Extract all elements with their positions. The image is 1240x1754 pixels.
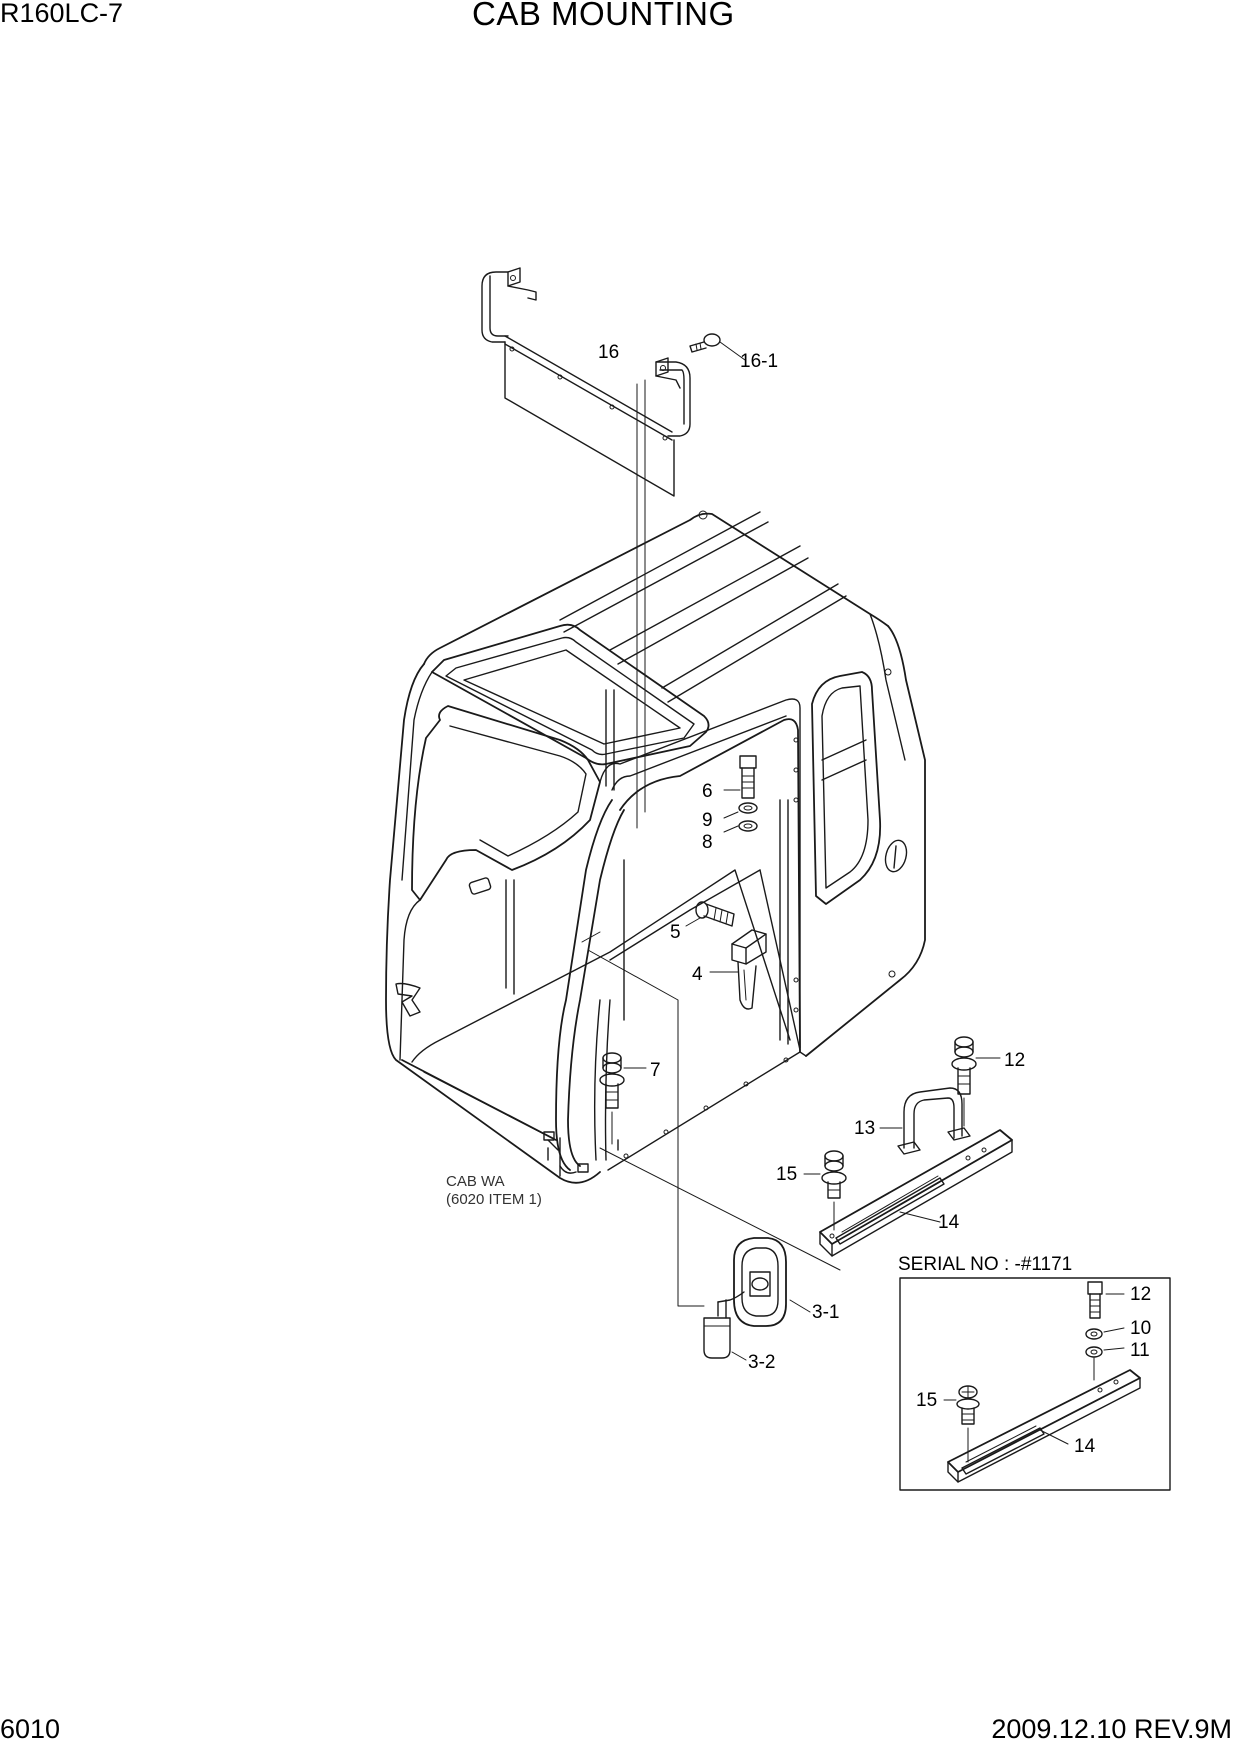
callout-4: 4: [692, 964, 703, 985]
callout-8: 8: [702, 832, 713, 853]
hook-part-4: [709, 929, 767, 1010]
sun-visor-part-16: [481, 267, 691, 497]
washer-part-8: [738, 820, 758, 832]
inset-callout-15: 15: [916, 1390, 937, 1411]
leader-line: [581, 931, 601, 943]
mirror-part-3-1: [717, 1237, 811, 1327]
inset-bolt-part-12: [1087, 1281, 1125, 1319]
step-plate-part-14: [819, 1129, 1013, 1257]
callout-9: 9: [702, 810, 713, 831]
cab-note-line2: (6020 ITEM 1): [446, 1191, 542, 1208]
page-number: 6010: [0, 1714, 61, 1744]
inset-washer-part-11: [1085, 1346, 1125, 1381]
callout-3-1: 3-1: [812, 1302, 839, 1323]
screw-part-16-1: [689, 333, 746, 361]
serial-label: SERIAL NO : -#1171: [898, 1254, 1072, 1275]
model-name: R160LC-7: [0, 0, 124, 28]
callout-16-1: 16-1: [740, 351, 778, 372]
leader-line: [599, 1147, 841, 1271]
cab-note-line1: CAB WA: [446, 1173, 505, 1190]
callout-15: 15: [776, 1164, 797, 1185]
mirror-bracket-part-3-2: [703, 1299, 747, 1361]
inset-bolt-part-15: [943, 1385, 980, 1463]
leader-line: [587, 949, 705, 1307]
inset-callout-12: 12: [1130, 1284, 1151, 1305]
bolt-part-7: [599, 1052, 647, 1145]
cab-body: [385, 510, 926, 1184]
bolt-part-6: [739, 755, 757, 799]
inset-washer-part-10: [1085, 1327, 1125, 1340]
page-title: CAB MOUNTING: [472, 0, 735, 32]
leader-line: [723, 789, 741, 833]
callout-7: 7: [650, 1060, 661, 1081]
callout-6: 6: [702, 781, 713, 802]
callout-14: 14: [938, 1212, 960, 1233]
callout-13: 13: [854, 1118, 875, 1139]
bolt-part-12: [951, 1036, 1001, 1127]
serial-inset-box: [899, 1277, 1171, 1491]
revision-date: 2009.12.10 REV.9M: [991, 1714, 1232, 1744]
inset-step-plate-part-14: [947, 1369, 1141, 1483]
inset-callout-11: 11: [1130, 1340, 1150, 1361]
callout-5: 5: [670, 922, 681, 943]
bolt-part-15: [803, 1150, 847, 1231]
inset-callout-14: 14: [1074, 1436, 1096, 1457]
inset-callout-10: 10: [1130, 1318, 1151, 1339]
callout-3-2: 3-2: [748, 1352, 775, 1373]
bolt-part-5: [685, 901, 735, 927]
washer-part-9: [738, 802, 758, 814]
callout-12: 12: [1004, 1050, 1025, 1071]
callout-16: 16: [598, 342, 619, 363]
grab-handle-part-13: [879, 1087, 971, 1155]
